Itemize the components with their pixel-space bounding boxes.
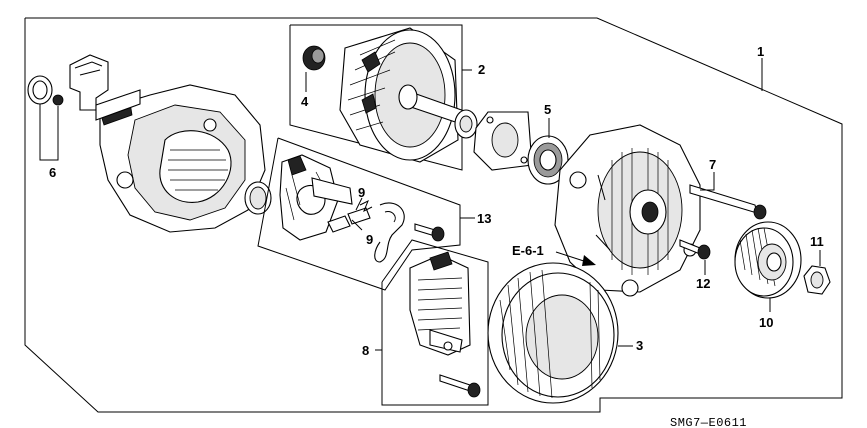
- front-housing-part: [554, 124, 701, 297]
- callout-2: 2: [478, 62, 485, 77]
- callout-7: 7: [709, 157, 716, 172]
- regulator-group-box: [257, 137, 461, 291]
- rotor-part: [339, 27, 475, 163]
- through-bolt-part: [689, 184, 767, 220]
- assembly-boundary: [24, 17, 843, 413]
- callout-12: 12: [696, 276, 710, 291]
- small-bolt-part: [679, 239, 711, 260]
- callout-10: 10: [759, 315, 773, 330]
- callout-1: 1: [757, 44, 764, 59]
- brush-part: [327, 199, 373, 233]
- rear-housing-part: [95, 84, 266, 233]
- bearing-retainer-plate: [473, 111, 533, 171]
- wire-clip-part: [374, 202, 405, 263]
- callout-3: 3: [636, 338, 643, 353]
- callout-4: 4: [301, 94, 309, 109]
- leader-lines: [39, 58, 821, 351]
- rectifier-screw-part: [439, 374, 481, 398]
- rear-seal-ring: [244, 181, 272, 215]
- regulator-screw-part: [414, 223, 445, 242]
- reference-arrow: [555, 251, 596, 266]
- reference-label: E-6-1: [512, 243, 544, 258]
- callout-6: 6: [49, 165, 56, 180]
- rotor-group-box: [289, 24, 463, 171]
- callout-9-lower: 9: [366, 232, 373, 247]
- callout-5: 5: [544, 102, 551, 117]
- front-bearing-part: [527, 135, 569, 185]
- rectifier-part: [409, 251, 471, 356]
- callout-11: 11: [810, 234, 824, 249]
- pulley-part: [734, 221, 802, 299]
- rotor-bearing-part: [454, 109, 478, 139]
- regulator-part: [279, 154, 353, 241]
- terminal-cap-part: [27, 54, 109, 111]
- callout-9-upper: 9: [358, 185, 365, 200]
- callout-8: 8: [362, 343, 369, 358]
- bearing-cap-part: [302, 45, 326, 71]
- callout-13: 13: [477, 211, 491, 226]
- stator-part: [487, 262, 619, 404]
- diagram-code: SMG7—E0611: [670, 416, 747, 428]
- pulley-nut-part: [803, 265, 831, 295]
